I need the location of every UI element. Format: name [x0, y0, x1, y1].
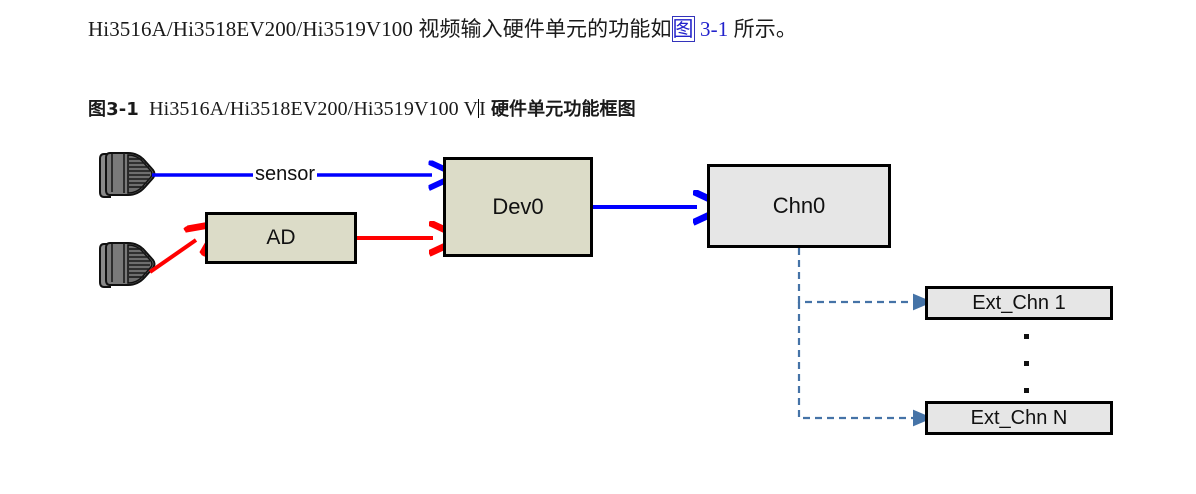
- caption-title-latin: Hi3516A/Hi3518EV200/Hi3519V100 V: [149, 98, 479, 120]
- intro-text-after-xref: 所示。: [728, 17, 797, 41]
- caption-title-cjk: 硬件单元功能框图: [490, 99, 636, 120]
- text-cursor-caret: [478, 99, 480, 118]
- node-chn0-label: Chn0: [772, 193, 826, 218]
- node-ext-chn-1-label: Ext_Chn 1: [972, 291, 1066, 314]
- figure-cross-reference[interactable]: 图 3-1: [671, 16, 729, 42]
- node-ad-label: AD: [266, 226, 296, 249]
- edge-chn0-to-ext-chn-n: [797, 302, 933, 427]
- camera-icon-top: [99, 152, 156, 198]
- node-ext-chn-1[interactable]: Ext_Chn 1: [925, 286, 1113, 320]
- node-ext-chn-n-label: Ext_Chn N: [970, 406, 1068, 429]
- intro-paragraph: Hi3516A/Hi3518EV200/Hi3519V100 视频输入硬件单元的…: [88, 14, 797, 44]
- node-chn0[interactable]: Chn0: [707, 164, 891, 248]
- node-dev0-label: Dev0: [492, 194, 544, 219]
- edge-chn0-to-ext-chn-1: [797, 248, 933, 311]
- edge-label-sensor: sensor: [253, 163, 318, 185]
- figure-caption: 图3-1 Hi3516A/Hi3518EV200/Hi3519V100 VI 硬…: [88, 95, 636, 124]
- node-ad[interactable]: AD: [205, 212, 357, 264]
- ellipsis-dot: [1024, 361, 1029, 366]
- ellipsis-dot: [1024, 388, 1029, 393]
- caption-label: 图3-1: [88, 99, 139, 120]
- intro-text-before-xref: Hi3516A/Hi3518EV200/Hi3519V100 视频输入硬件单元的…: [88, 17, 672, 41]
- node-ext-chn-n[interactable]: Ext_Chn N: [925, 401, 1113, 435]
- xref-cjk-char: 图: [671, 16, 695, 42]
- ellipsis-dot: [1024, 334, 1029, 339]
- caption-title-latin-tail: I: [479, 98, 486, 120]
- camera-icon-bottom: [99, 242, 156, 288]
- node-dev0[interactable]: Dev0: [443, 157, 593, 257]
- edge-camera-to-ad: [148, 240, 196, 274]
- xref-number: 3-1: [694, 17, 729, 41]
